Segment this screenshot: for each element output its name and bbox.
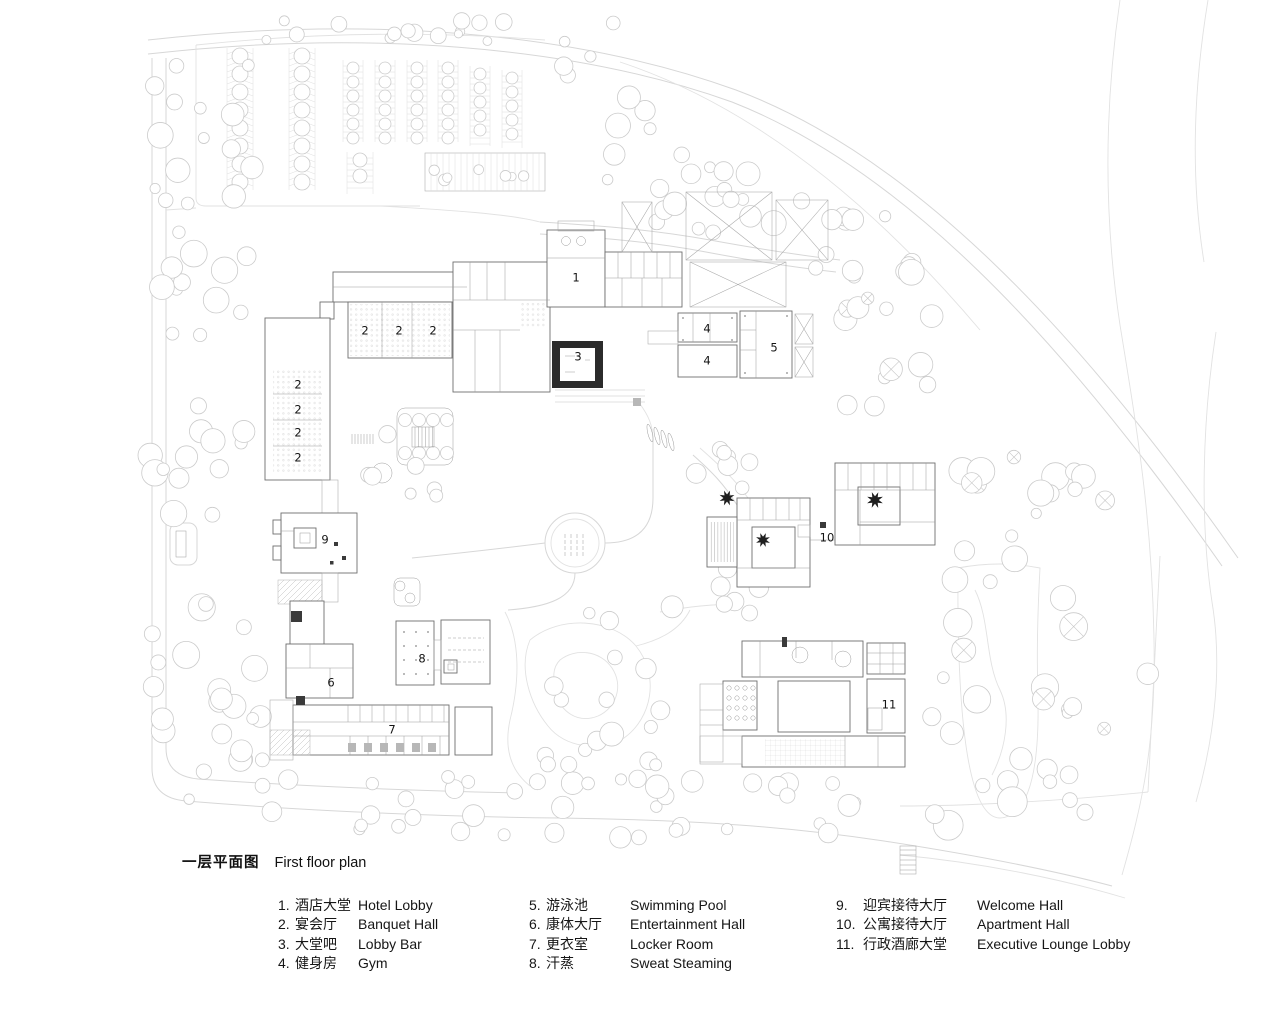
legend-column-3: 9. 迎宾接待大厅 Welcome Hall 10. 公寓接待大厅 Apartment H… xyxy=(836,896,1130,954)
legend-item: 6. 康体大厅 Entertainment Hall xyxy=(529,915,745,934)
legend-item: 1. 酒店大堂 Hotel Lobby xyxy=(278,896,438,915)
legend-item: 11. 行政酒廊大堂 Executive Lounge Lobby xyxy=(836,935,1130,954)
plan-label-6: 6 xyxy=(327,675,334,689)
legend-item-en: Executive Lounge Lobby xyxy=(977,935,1131,952)
plan-title-zh: 一层平面图 xyxy=(182,855,260,871)
legend-item-number: 11. xyxy=(836,935,855,952)
plan-label-2: 2 xyxy=(294,402,301,416)
legend-item-en: Sweat Steaming xyxy=(630,955,732,972)
legend-item-en: Hotel Lobby xyxy=(358,897,433,913)
legend-item-number: 10. xyxy=(836,916,856,933)
legend-item: 5. 游泳池 Swimming Pool xyxy=(529,896,745,915)
solid-black-features xyxy=(291,341,883,705)
legend-item-zh: 健身房 xyxy=(295,955,337,972)
courtyard-tree-black xyxy=(719,490,735,506)
plan-label-4: 4 xyxy=(703,353,710,367)
legend-item-number: 9. xyxy=(836,897,848,913)
legend-item-zh: 汗蒸 xyxy=(546,955,574,972)
plan-title: 一层平面图 First floor plan xyxy=(182,851,366,872)
legend-item-zh: 更衣室 xyxy=(546,935,588,952)
legend-item: 7. 更衣室 Locker Room xyxy=(529,935,745,954)
legend-item-zh: 游泳池 xyxy=(546,897,588,913)
plan-label-2: 2 xyxy=(294,450,301,464)
courtyard-tree-black xyxy=(756,533,770,547)
legend-item-number: 2. xyxy=(278,916,290,933)
plan-label-5: 5 xyxy=(770,340,777,354)
legend-item-number: 4. xyxy=(278,955,290,972)
legend-item-en: Swimming Pool xyxy=(630,897,727,913)
legend-item-en: Apartment Hall xyxy=(977,916,1070,933)
parking-lot xyxy=(226,47,546,194)
legend-item: 4. 健身房 Gym xyxy=(278,954,438,973)
plan-label-9: 9 xyxy=(321,532,328,546)
plan-label-7: 7 xyxy=(388,722,395,736)
legend-column-2: 5. 游泳池 Swimming Pool 6. 康体大厅 Entertainment Ha… xyxy=(529,896,745,974)
legend-item-en: Gym xyxy=(358,955,388,972)
legend-item-en: Banquet Hall xyxy=(358,916,439,933)
legend-item: 3. 大堂吧 Lobby Bar xyxy=(278,935,438,954)
legend-item-zh: 大堂吧 xyxy=(295,935,337,952)
plan-label-2: 2 xyxy=(361,323,368,337)
legend-item-number: 7. xyxy=(529,935,541,952)
plan-label-2: 2 xyxy=(294,377,301,391)
legend-item-number: 3. xyxy=(278,935,290,952)
legend-item: 10. 公寓接待大厅 Apartment Hall xyxy=(836,915,1130,934)
legend-item-number: 8. xyxy=(529,955,541,972)
plan-label-11: 11 xyxy=(882,697,897,711)
plan-number-labels: 1 2 2 2 2 2 2 2 3 4 4 5 6 7 8 9 10 11 xyxy=(294,270,896,736)
legend-item: 8. 汗蒸 Sweat Steaming xyxy=(529,954,745,973)
plan-title-en: First floor plan xyxy=(274,855,367,871)
legend-item-number: 6. xyxy=(529,916,541,933)
legend-item-en: Lobby Bar xyxy=(358,935,422,952)
buildings xyxy=(264,191,936,768)
legend-item: 9. 迎宾接待大厅 Welcome Hall xyxy=(836,896,1130,915)
legend-item-zh: 迎宾接待大厅 xyxy=(863,897,947,913)
legend-item-en: Entertainment Hall xyxy=(630,916,746,933)
legend-item-number: 5. xyxy=(529,897,541,913)
legend-item-en: Locker Room xyxy=(630,935,714,952)
trees xyxy=(137,12,1159,849)
legend-item-zh: 康体大厅 xyxy=(546,916,602,933)
plan-label-4: 4 xyxy=(703,321,710,335)
plan-label-1: 1 xyxy=(572,270,579,284)
legend-item-zh: 宴会厅 xyxy=(295,916,337,933)
plan-label-10: 10 xyxy=(820,530,835,544)
legend-item-number: 1. xyxy=(278,897,290,913)
legend-column-1: 1. 酒店大堂 Hotel Lobby 2. 宴会厅 Banquet Hall 3. 大堂吧 L… xyxy=(278,896,438,974)
legend-item-zh: 公寓接待大厅 xyxy=(863,916,947,933)
plan-label-2: 2 xyxy=(429,323,436,337)
courtyard-tree-black xyxy=(867,492,883,508)
landscape-features xyxy=(175,389,917,875)
plan-label-8: 8 xyxy=(418,651,425,665)
legend-item-zh: 行政酒廊大堂 xyxy=(863,935,947,952)
plan-label-3: 3 xyxy=(574,349,581,363)
plan-label-2: 2 xyxy=(294,425,301,439)
plan-label-2: 2 xyxy=(395,323,402,337)
legend-item: 2. 宴会厅 Banquet Hall xyxy=(278,915,438,934)
legend-item-zh: 酒店大堂 xyxy=(295,897,351,913)
legend-item-en: Welcome Hall xyxy=(977,897,1064,913)
